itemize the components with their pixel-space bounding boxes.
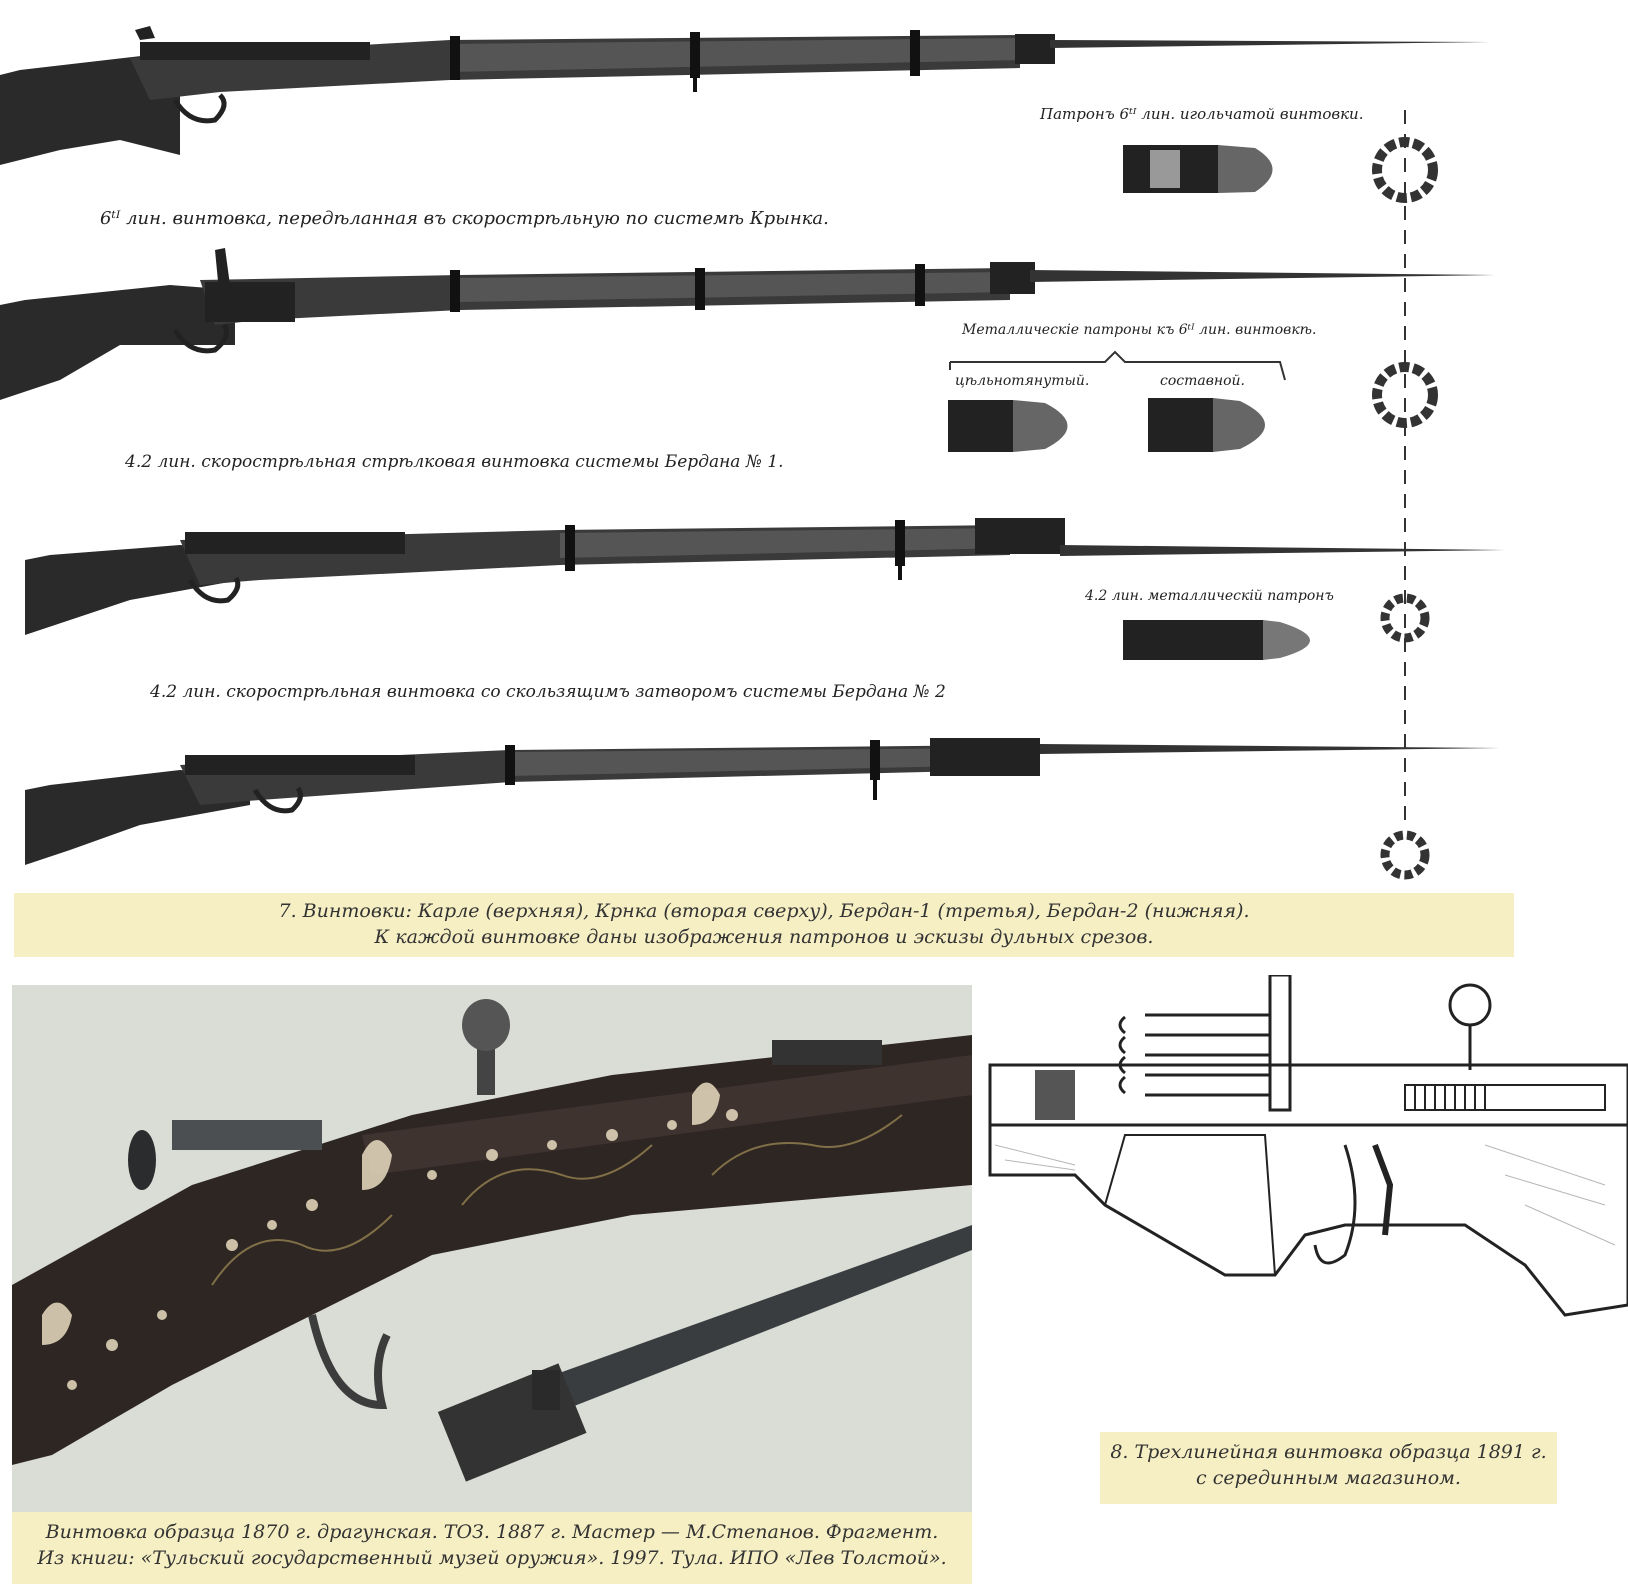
label-cartridge-42: 4.2 лин. металлическій патронъ xyxy=(1085,588,1334,604)
label-rifle-krnka: 6ᵗᴵ лин. винтовка, передѣланная въ скоро… xyxy=(100,208,829,229)
label-solid-drawn: цѣльнотянутый. xyxy=(955,373,1090,389)
label-cartridge-carle: Патронъ 6ᵗᴵ лин. игольчатой винтовки. xyxy=(1040,105,1364,123)
caption-plate-8-line1: 8. Трехлинейная винтовка образца 1891 г. xyxy=(1110,1441,1547,1463)
rifle-carle-icon xyxy=(0,26,1490,165)
label-rifle-berdan1: 4.2 лин. скорострѣльная стрѣлковая винто… xyxy=(125,452,784,472)
cartridge-solid-drawn-icon xyxy=(948,400,1068,452)
rifle-berdan2-icon xyxy=(25,738,1500,865)
plate-8-drawing xyxy=(985,975,1628,1325)
caption-photo-line1: Винтовка образца 1870 г. драгунская. ТОЗ… xyxy=(45,1521,939,1543)
mosin-1891-cutaway-icon xyxy=(988,975,1628,1317)
cartridge-composite-icon xyxy=(1148,398,1265,452)
plate-7-engravings: Патронъ 6ᵗᴵ лин. игольчатой винтовки. 6ᵗ… xyxy=(0,26,1505,880)
cartridge-carle-icon xyxy=(1123,145,1273,193)
muzzle-berdan1-icon xyxy=(1380,593,1430,643)
rifles-drawing xyxy=(0,26,1505,880)
dragoon-rifle-photo xyxy=(12,985,972,1512)
caption-plate-7-line1: 7. Винтовки: Карле (верхняя), Крнка (вто… xyxy=(278,900,1250,922)
caption-plate-7-line2: К каждой винтовке даны изображения патро… xyxy=(374,925,1154,948)
label-metal-cartridges: Металлическіе патроны къ 6ᵗᴵ лин. винтов… xyxy=(962,322,1317,338)
rifle-berdan1-icon xyxy=(25,518,1505,635)
caption-photo: Винтовка образца 1870 г. драгунская. ТОЗ… xyxy=(12,1512,972,1584)
label-rifle-berdan2: 4.2 лин. скорострѣльная винтовка со скол… xyxy=(150,682,946,702)
cartridge-42-icon xyxy=(1123,620,1310,660)
rifle-krnka-icon xyxy=(0,248,1495,400)
caption-plate-8: 8. Трехлинейная винтовка образца 1891 г.… xyxy=(1100,1432,1557,1504)
muzzle-krnka-icon xyxy=(1372,362,1438,428)
caption-plate-7: 7. Винтовки: Карле (верхняя), Крнка (вто… xyxy=(14,893,1514,957)
dragoon-rifle-icon xyxy=(12,999,972,1482)
caption-photo-line2: Из книги: «Тульский государственный музе… xyxy=(37,1546,947,1569)
caption-plate-8-line2: с серединным магазином. xyxy=(1196,1466,1461,1489)
muzzle-berdan2-icon xyxy=(1380,830,1430,880)
label-composite: составной. xyxy=(1160,373,1245,389)
muzzle-carle-icon xyxy=(1372,137,1438,203)
